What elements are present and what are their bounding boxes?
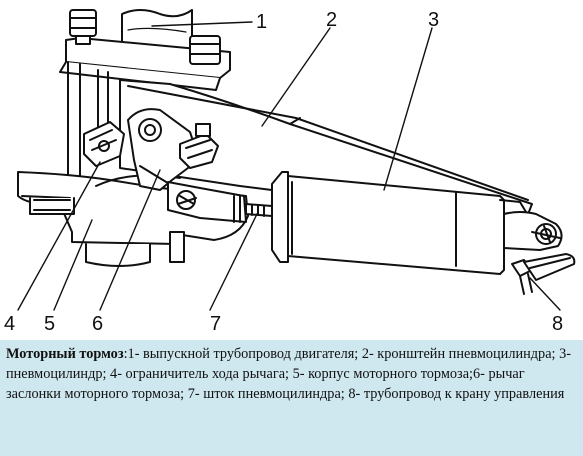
- diagram-drawing: 1 2 3 4 5 6 7 8: [4, 9, 576, 335]
- callout-8: 8: [552, 313, 563, 335]
- caption-title: Моторный тормоз: [6, 346, 124, 362]
- engine-brake-diagram: 1 2 3 4 5 6 7 8: [4, 9, 576, 335]
- leader-lines: [17, 21, 561, 311]
- callout-7: 7: [210, 313, 221, 335]
- cylinder-end-mount: [503, 211, 563, 251]
- callout-4: 4: [4, 313, 15, 335]
- callout-5: 5: [44, 313, 55, 335]
- lever-stop: [83, 121, 125, 167]
- pneumatic-cylinder: [271, 171, 527, 275]
- top-flange: [59, 9, 231, 91]
- figure-caption: Моторный тормоз:1- выпускной трубопровод…: [0, 340, 583, 456]
- exhaust-pipe: [121, 9, 193, 53]
- callout-6: 6: [92, 313, 103, 335]
- callout-3: 3: [428, 9, 439, 31]
- callout-2: 2: [326, 9, 337, 31]
- caption-text: :1- выпускной трубопровод двигателя; 2- …: [6, 346, 571, 402]
- brake-housing: [17, 171, 249, 267]
- control-pipeline: [511, 253, 576, 295]
- damper-lever: [127, 108, 197, 191]
- clevis: [167, 181, 247, 223]
- bracket-nut: [179, 123, 219, 169]
- piston-rod: [245, 203, 273, 217]
- callout-1: 1: [256, 11, 267, 33]
